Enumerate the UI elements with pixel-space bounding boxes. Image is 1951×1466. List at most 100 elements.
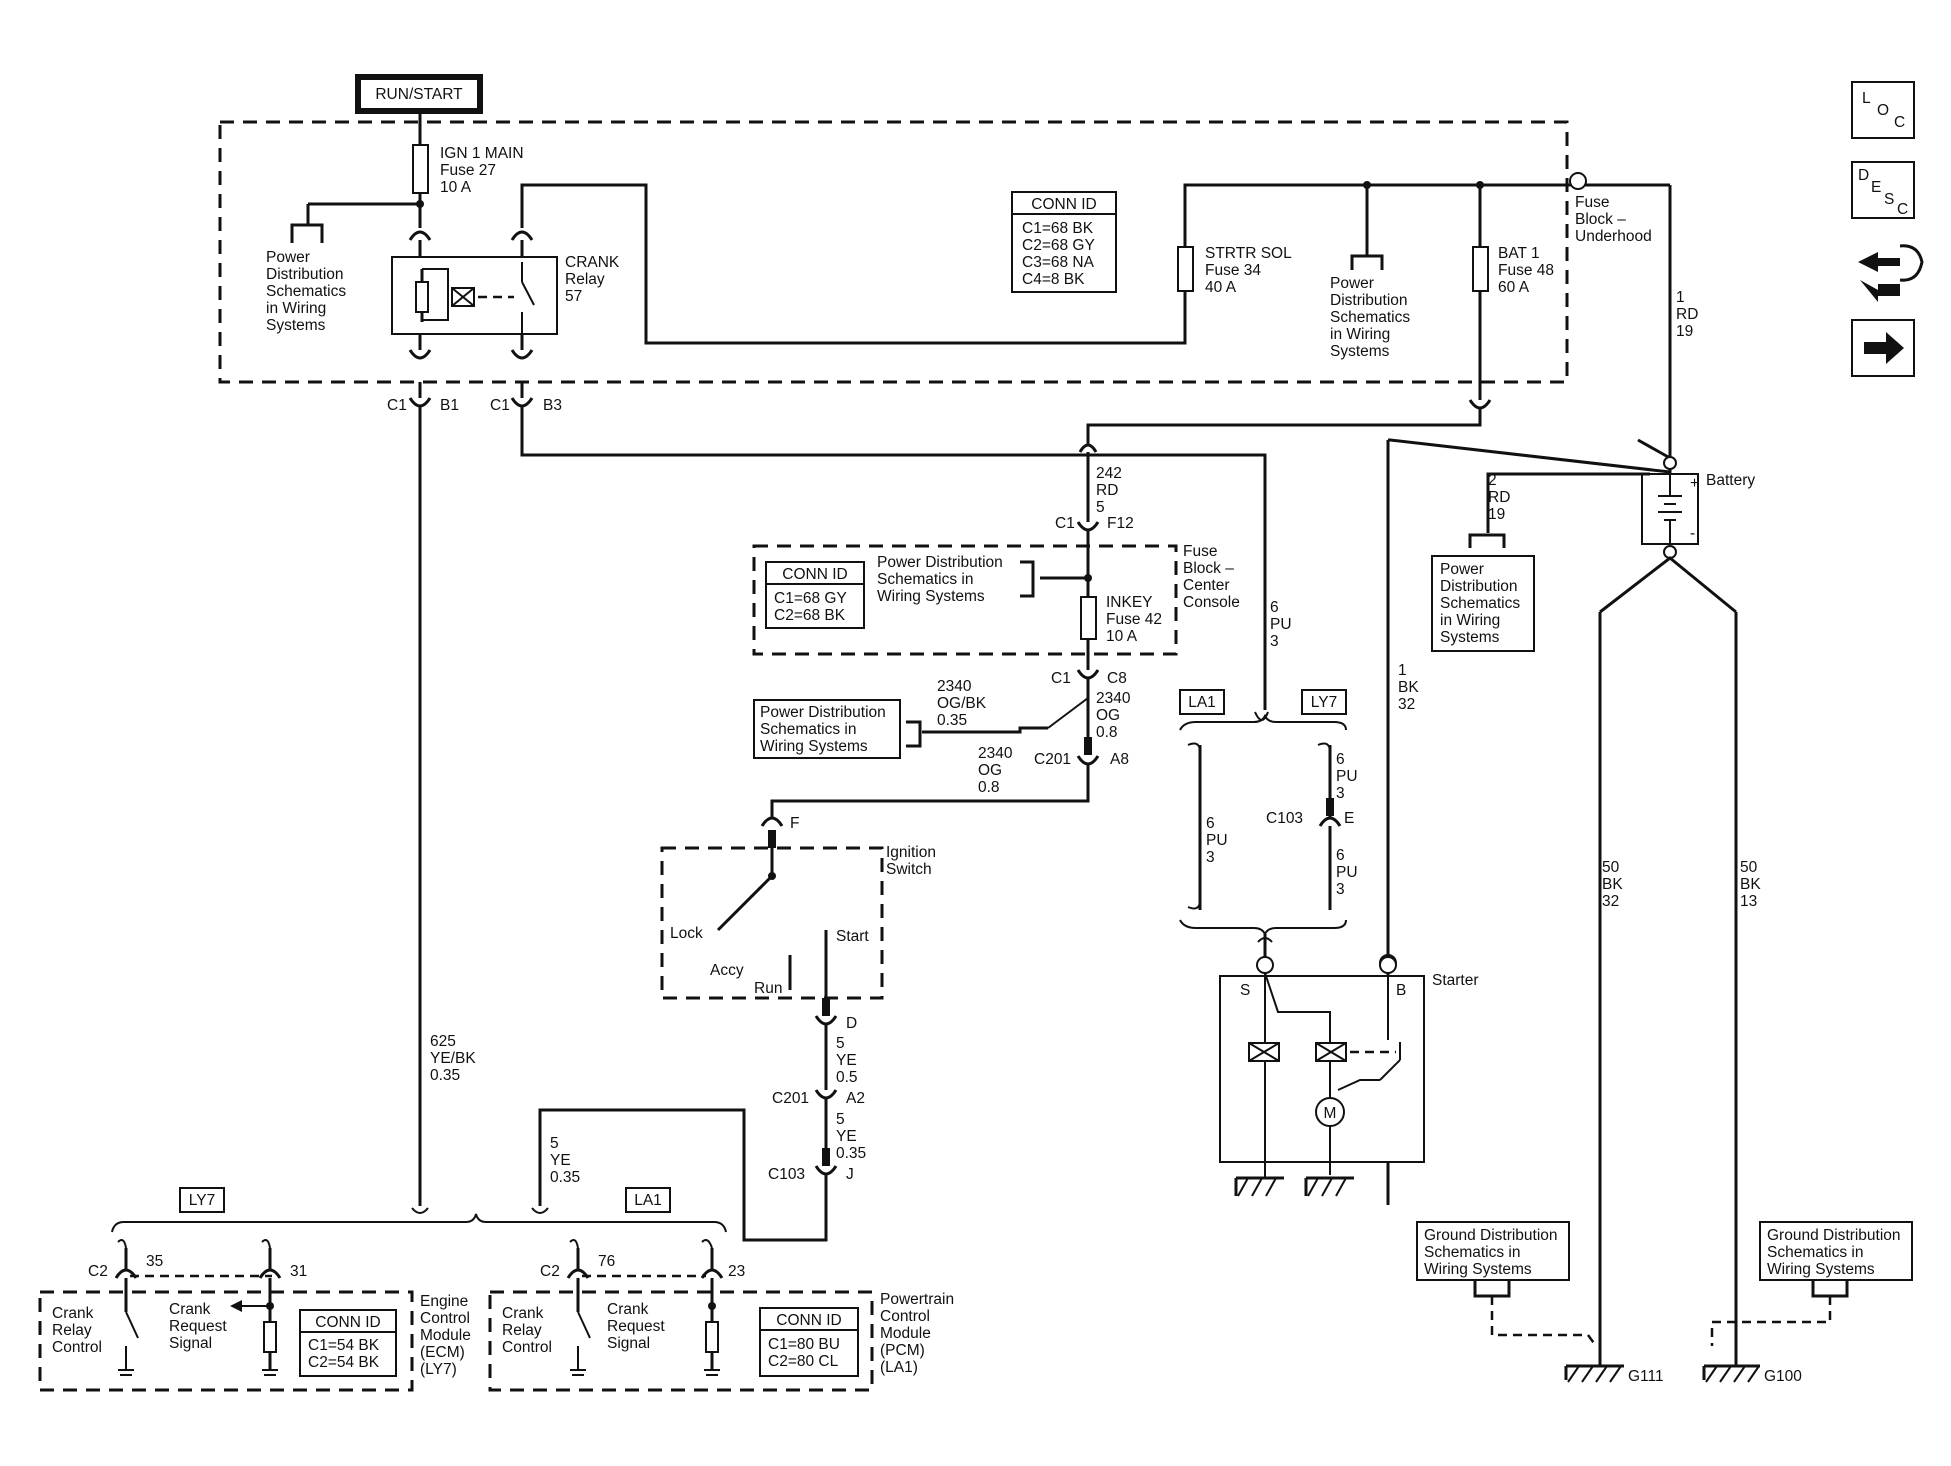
run-start-label: RUN/START <box>375 86 463 103</box>
gds-right-box <box>1759 1221 1913 1281</box>
conn-c1-b1-b1: B1 <box>440 397 459 414</box>
crank-relay-label-2: Relay <box>565 271 605 288</box>
starter-box <box>1219 975 1425 1163</box>
pcm-module-3: Module <box>880 1325 931 1342</box>
wire-1bk32-2: BK <box>1398 679 1419 696</box>
svg-text:+: + <box>1690 475 1699 492</box>
pds-battery-4: in Wiring <box>1440 612 1500 629</box>
fuse-inkey-2: Fuse 42 <box>1106 611 1162 628</box>
gds-left-box <box>1416 1221 1570 1281</box>
conn-c1-b3-b3: B3 <box>543 397 562 414</box>
wire-6pu3-left-3: 3 <box>1206 849 1215 866</box>
wire-5ye05-3: 0.5 <box>836 1069 858 1086</box>
wire-5ye035-a-3: 0.35 <box>836 1145 866 1162</box>
wire-1rd19-2: RD <box>1676 306 1698 323</box>
wire-5ye035-b-1: 5 <box>550 1135 559 1152</box>
crank-relay-label-1: CRANK <box>565 254 620 271</box>
fuse-block-underhood-1: Fuse <box>1575 194 1609 211</box>
tag-ly7-bottom-text: LY7 <box>189 1192 215 1209</box>
ground-g111-icon <box>1564 1364 1624 1383</box>
starter-ground-right-icon <box>1304 1176 1354 1197</box>
starter-motor-icon <box>1315 1097 1345 1127</box>
loc-button[interactable]: L O C <box>1851 81 1915 139</box>
pds-battery-5: Systems <box>1440 629 1500 646</box>
wire-6pu3-top-3: 3 <box>1270 633 1279 650</box>
tag-la1-bottom-text: LA1 <box>634 1192 662 1209</box>
conn-c201-a2-a2: A2 <box>846 1090 865 1107</box>
wire-1bk32-3: 32 <box>1398 696 1415 713</box>
pds-top-mid-1: Power <box>1330 275 1374 292</box>
tag-ly7-bottom <box>179 1187 225 1213</box>
wire-2340-08-a-3: 0.8 <box>1096 724 1118 741</box>
conn-c103-j-c103: C103 <box>768 1166 805 1183</box>
pds-center-2: Schematics in <box>877 571 973 588</box>
conn-id-center-box <box>765 561 865 629</box>
pds-left-mid-3: Wiring Systems <box>760 738 868 755</box>
tag-ly7-top <box>1301 689 1347 715</box>
svg-text:L: L <box>1862 90 1871 107</box>
arrow-right-icon <box>1864 332 1904 364</box>
pds-left-mid-2: Schematics in <box>760 721 856 738</box>
pcm-pin-76: 76 <box>598 1253 615 1270</box>
fuse-bat1 <box>1472 246 1489 292</box>
ecm-crs-1: Crank <box>169 1301 211 1318</box>
ecm-module-1: Engine <box>420 1293 468 1310</box>
relay-resistor <box>415 281 429 313</box>
wire-6pu3-right-a-2: PU <box>1336 768 1358 785</box>
wire-2340-08-a-1: 2340 <box>1096 690 1131 707</box>
pcm-crs-2: Request <box>607 1318 665 1335</box>
ecm-conn-id-3: C2=54 BK <box>308 1354 380 1371</box>
wire-50bk13-2: BK <box>1740 876 1761 893</box>
ecm-crc-1: Crank <box>52 1305 94 1322</box>
pds-left-mid-1: Power Distribution <box>760 704 886 721</box>
fuse-ign1-label-3: 10 A <box>440 179 472 196</box>
gds-right-1: Ground Distribution <box>1767 1227 1901 1244</box>
wire-6pu3-top-2: PU <box>1270 616 1292 633</box>
conn-d: D <box>846 1015 857 1032</box>
conn-id-center-3: C2=68 BK <box>774 607 846 624</box>
fuse-inkey <box>1080 596 1097 640</box>
pds-top-mid-5: Systems <box>1330 343 1390 360</box>
pds-top-mid-4: in Wiring <box>1330 326 1390 343</box>
conn-c1-c8-c8: C8 <box>1107 670 1127 687</box>
wire-2rd19-3: 19 <box>1488 506 1505 523</box>
pds-battery-2: Distribution <box>1440 578 1518 595</box>
desc-button[interactable]: D E S C <box>1851 161 1915 219</box>
conn-c103-j-j: J <box>846 1166 854 1183</box>
wire-1bk32-1: 1 <box>1398 662 1407 679</box>
ignition-switch-2: Switch <box>886 861 932 878</box>
wire-50bk32-3: 32 <box>1602 893 1619 910</box>
wire-625-1: 625 <box>430 1033 456 1050</box>
ignition-switch-1: Ignition <box>886 844 936 861</box>
wire-2340-08-b-2: OG <box>978 762 1002 779</box>
conn-c1-f12-f12: F12 <box>1107 515 1134 532</box>
pcm-module-2: Control <box>880 1308 930 1325</box>
fuse-bat1-label-1: BAT 1 <box>1498 245 1540 262</box>
pcm-conn-id-box <box>759 1307 859 1377</box>
wire-6pu3-right-a-3: 3 <box>1336 785 1345 802</box>
svg-text:S: S <box>1884 191 1894 208</box>
tag-la1-top-text: LA1 <box>1188 694 1216 711</box>
fuse-block-center-boundary <box>752 544 1178 656</box>
pcm-crc-1: Crank <box>502 1305 544 1322</box>
connector-tool-icon[interactable] <box>1858 244 1924 302</box>
wire-6pu3-left-2: PU <box>1206 832 1228 849</box>
svg-text:D: D <box>1858 167 1869 184</box>
next-arrow-button[interactable] <box>1851 319 1915 377</box>
gds-left-3: Wiring Systems <box>1424 1261 1532 1278</box>
conn-c1-f12-c1: C1 <box>1055 515 1075 532</box>
switch-accy: Accy <box>710 962 744 979</box>
fuse-block-center-4: Console <box>1183 594 1240 611</box>
pds-left-mid-box <box>753 699 901 759</box>
starter-label: Starter <box>1432 972 1479 989</box>
wire-50bk32-2: BK <box>1602 876 1623 893</box>
wire-6pu3-left-1: 6 <box>1206 815 1215 832</box>
conn-id-top-2: C1=68 BK <box>1022 220 1094 237</box>
fuse-inkey-1: INKEY <box>1106 594 1153 611</box>
svg-text:C: C <box>1897 201 1908 218</box>
pcm-crc-2: Relay <box>502 1322 542 1339</box>
gds-right-3: Wiring Systems <box>1767 1261 1875 1278</box>
wire-2340-08-b-3: 0.8 <box>978 779 1000 796</box>
fuse-bat1-label-2: Fuse 48 <box>1498 262 1554 279</box>
pcm-crs-1: Crank <box>607 1301 649 1318</box>
